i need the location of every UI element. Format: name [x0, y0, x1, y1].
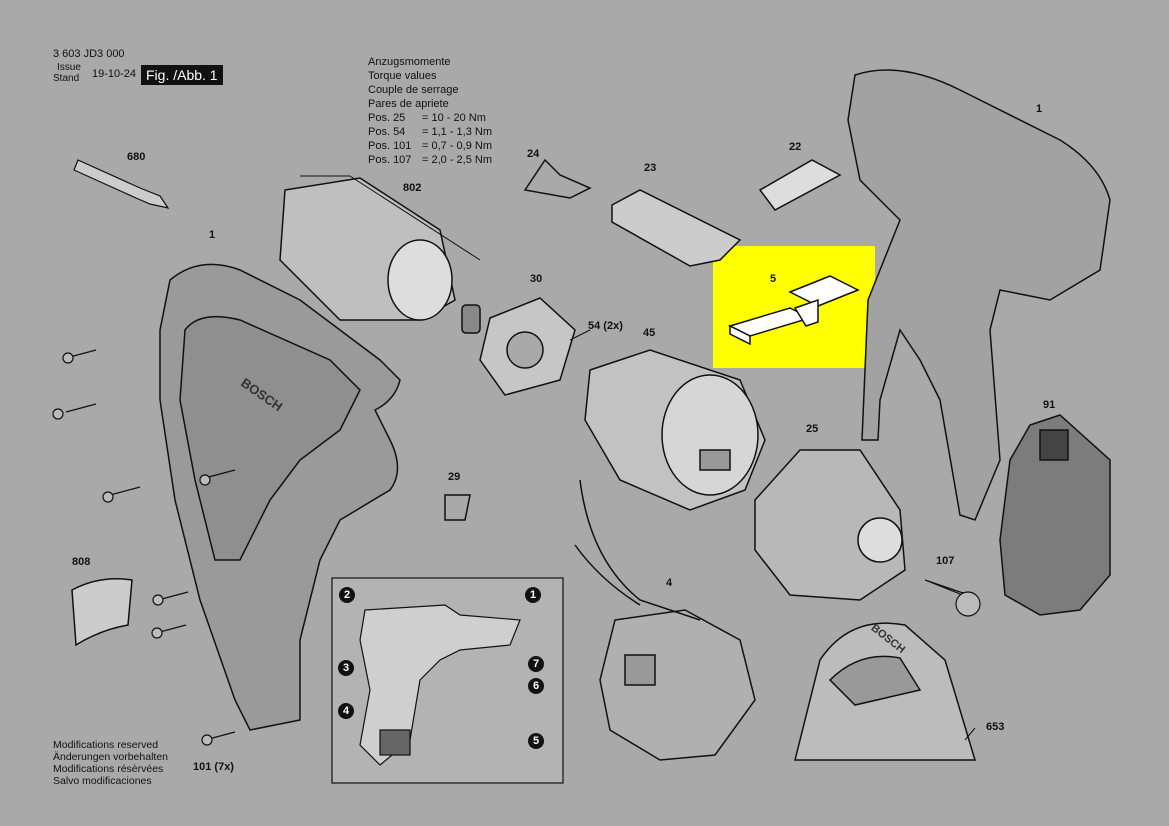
- inset-ref-7: 7: [528, 656, 544, 672]
- clip-29: [444, 494, 471, 521]
- part-label-25: 25: [806, 423, 819, 435]
- part-label-91: 91: [1043, 399, 1056, 411]
- inset-ref-1: 1: [525, 587, 541, 603]
- screw-107: [924, 579, 981, 617]
- issue-label: Issue: [57, 62, 81, 73]
- stand-label: Stand: [53, 73, 80, 84]
- charger-653: [794, 622, 977, 761]
- part-label-29: 29: [448, 471, 461, 483]
- screws: [52, 349, 236, 746]
- inset-ref-6: 6: [528, 678, 544, 694]
- part-label-1-right: 1: [1036, 103, 1043, 115]
- torque-row: Pos. 101= 0,7 - 0,9 Nm: [368, 140, 493, 152]
- part-label-24: 24: [527, 148, 540, 160]
- torque-title-de: Anzugsmomente: [368, 56, 451, 68]
- badge-22: [758, 159, 842, 211]
- part-label-101: 101 (7x): [193, 761, 234, 773]
- inset-drill: [359, 604, 521, 766]
- part-label-5: 5: [770, 273, 777, 285]
- mods-de: Änderungen vorbehalten: [53, 751, 169, 763]
- part-label-1-left: 1: [209, 229, 216, 241]
- torque-row: Pos. 25= 10 - 20 Nm: [368, 112, 486, 124]
- torque-title-fr: Couple de serrage: [368, 84, 459, 96]
- leader-lines: [300, 175, 976, 741]
- housing-left: [159, 263, 401, 731]
- modifications-notice: Modifications reserved Änderungen vorbeh…: [53, 739, 168, 787]
- inset-ref-4: 4: [338, 703, 354, 719]
- part-label-107: 107: [936, 555, 955, 567]
- part-label-4: 4: [666, 577, 673, 589]
- issue-date: 19-10-24: [92, 68, 137, 80]
- part-label-680: 680: [127, 151, 146, 163]
- highlight-box: [713, 246, 875, 368]
- key-24: [523, 158, 592, 199]
- torque-title-en: Torque values: [368, 70, 437, 82]
- mods-es: Salvo modificaciones: [53, 775, 152, 787]
- inset-ref-2: 2: [339, 587, 355, 603]
- gearbox-45: [584, 349, 766, 511]
- part-label-45: 45: [643, 327, 656, 339]
- figure-label: Fig. /Abb. 1: [141, 65, 223, 85]
- torque-row: Pos. 107= 2,0 - 2,5 Nm: [368, 154, 493, 166]
- inset-ref-5: 5: [528, 733, 544, 749]
- cover-808: [71, 578, 133, 647]
- part-label-653: 653: [986, 721, 1005, 733]
- part-label-808: 808: [72, 556, 91, 568]
- switch-cover-23: [611, 189, 742, 267]
- battery-91: [999, 414, 1111, 616]
- part-label-54: 54 (2x): [588, 320, 623, 332]
- inset-ref-3: 3: [338, 660, 354, 676]
- mods-en: Modifications reserved: [53, 739, 159, 751]
- mods-fr: Modifications résèrvées: [53, 763, 164, 775]
- part-label-22: 22: [789, 141, 802, 153]
- part-label-30: 30: [530, 273, 543, 285]
- electronics-4: [574, 479, 756, 761]
- housing-right: [847, 69, 1111, 521]
- part-number: 3 603 JD3 000: [53, 48, 125, 60]
- part-5-drawing: [727, 275, 860, 346]
- chuck-25: [754, 449, 906, 601]
- bit-680: [73, 159, 170, 209]
- motor-802: [279, 177, 481, 334]
- plate-30: [479, 297, 576, 396]
- torque-row: Pos. 54= 1,1 - 1,3 Nm: [368, 126, 493, 138]
- part-label-23: 23: [644, 162, 657, 174]
- torque-block: Anzugsmomente Torque values Couple de se…: [368, 55, 492, 167]
- torque-title-es: Pares de apriete: [368, 98, 449, 110]
- part-label-802: 802: [403, 182, 422, 194]
